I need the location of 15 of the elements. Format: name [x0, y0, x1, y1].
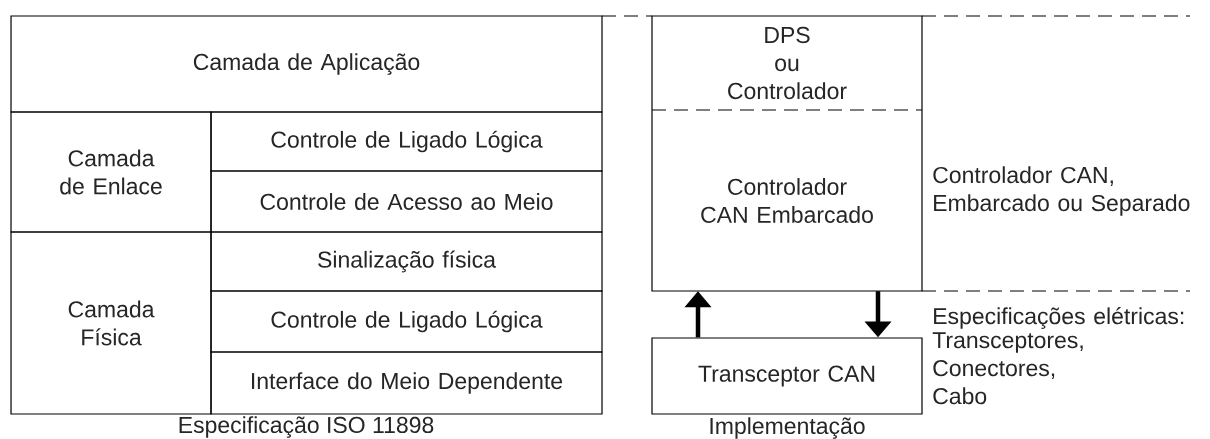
- layer-box: Sinalização física: [210, 231, 603, 292]
- layer-box: Camada de Aplicação: [10, 15, 603, 113]
- side-note: Controlador CAN, Embarcado ou Separado: [933, 166, 1190, 216]
- caption: Especificação ISO 11898: [179, 416, 434, 438]
- transceiver-box: Transceptor CAN: [651, 337, 923, 415]
- layer-box: Controle de Ligado Lógica: [210, 111, 603, 172]
- layer-box: Controle de Ligado Lógica: [210, 290, 603, 353]
- layer-box: Interface do Meio Dependente: [210, 351, 603, 415]
- layer-box: Camada Física: [10, 231, 212, 415]
- controller-box-section: DPS ou Controlador: [651, 15, 923, 111]
- controller-box-section: Controlador CAN Embarcado: [651, 109, 923, 292]
- side-note: Transceptores, Conectores, Cabo: [932, 332, 1083, 405]
- layer-box: Controle de Acesso ao Meio: [210, 170, 603, 233]
- layer-box: Camada de Enlace: [10, 111, 212, 233]
- side-note: Especificações elétricas:: [934, 307, 1184, 329]
